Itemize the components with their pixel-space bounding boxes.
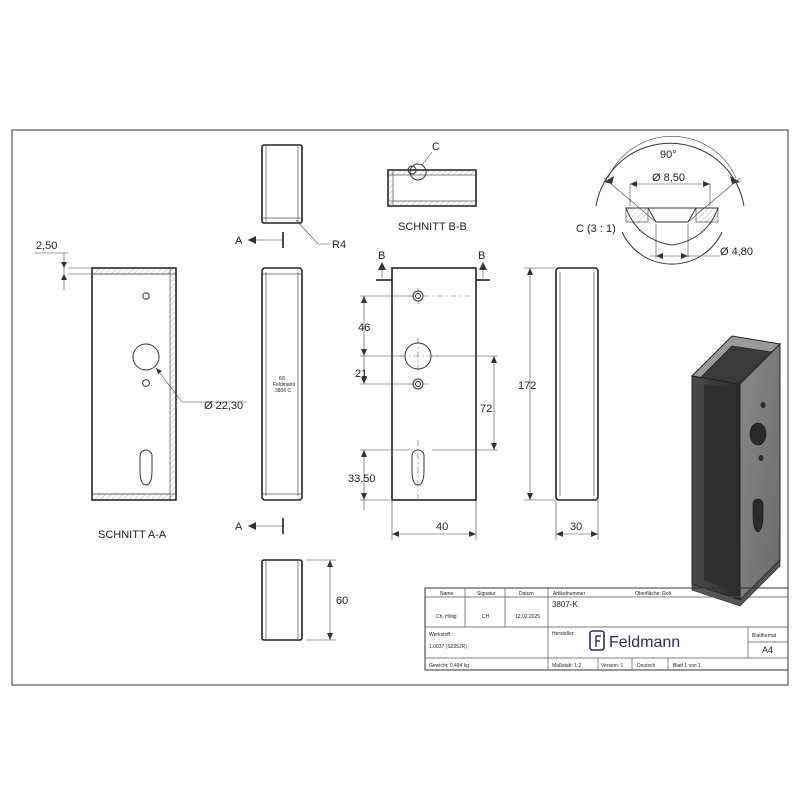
dim-depth-30-label: 30 — [570, 521, 582, 533]
tb-version: Version: 1 — [601, 663, 623, 669]
tb-blattformat: A4 — [762, 645, 773, 655]
tb-datum: 12.02.2025 — [515, 614, 540, 620]
tb-artikel-header: Artikelnummer — [553, 591, 586, 597]
dim-hole-480-label: Ø 4,80 — [720, 246, 753, 258]
section-b-b: C SCHNITT B-B — [387, 141, 477, 233]
bottom-view: 60 — [261, 559, 348, 641]
feldmann-logo: Feldmann — [589, 630, 680, 651]
section-b-b-label: SCHNITT B-B — [398, 221, 467, 233]
tb-blattformat-header: Blattformat — [752, 633, 777, 639]
detail-c-mark: C — [432, 141, 440, 153]
dim-spacing-72-label: 72 — [480, 403, 492, 415]
section-a-a: 2,50 Ø 22,30 SCHNITT A-A — [34, 240, 247, 541]
dim-wall-label: 2,50 — [36, 240, 57, 252]
tb-signatur-header: Signatur — [477, 591, 496, 597]
cut-line-a: A A — [235, 232, 284, 534]
dim-spacing-46-label: 46 — [358, 322, 370, 334]
tb-blatt: Blatt 1 von 1 — [673, 663, 701, 669]
isometric-view — [690, 335, 782, 607]
dim-radius-label: R4 — [332, 239, 346, 251]
detail-c-label: C (3 : 1) — [576, 223, 616, 235]
dim-spacing-3350-label: 33,50 — [348, 473, 376, 485]
drawing-frame — [11, 129, 789, 686]
dim-height-172-label: 172 — [518, 380, 536, 392]
cut-a-top-label: A — [235, 235, 243, 247]
tb-werkstoff: 1.0037 (S235JR) — [429, 644, 467, 650]
tb-sprache: Deutsch — [637, 663, 656, 669]
tb-name: Ch. Hölig — [436, 614, 457, 620]
section-a-a-label: SCHNITT A-A — [98, 529, 167, 541]
tb-werkstoff-header: Werkstoff: — [429, 632, 451, 638]
top-view: R4 — [261, 144, 346, 251]
tb-hersteller-header: Hersteller: — [552, 631, 575, 637]
tb-artikelnummer: 3807-K — [552, 600, 578, 609]
cut-a-bottom-label: A — [235, 521, 243, 533]
tb-gewicht: Gewicht: 0,494 kg — [429, 663, 469, 669]
dim-angle-label: 90° — [660, 149, 677, 161]
tb-massstab: Maßstab: 1:2 — [552, 663, 581, 669]
dim-hole-dia-label: Ø 22,30 — [204, 400, 243, 412]
dim-height-60-label: 60 — [336, 595, 348, 607]
stamp-line3: 3806 C — [275, 388, 292, 394]
title-block: Name Signatur Datum Artikelnummer Oberfl… — [424, 587, 789, 671]
tb-name-header: Name — [440, 591, 454, 597]
logo-wordmark: Feldmann — [609, 634, 680, 651]
tb-oberflaeche-header: Oberfläche: Roh — [635, 591, 672, 597]
feldmann-stamp: ßß Feldmann 3806 C — [273, 376, 295, 394]
cut-b-left-label: B — [378, 250, 385, 262]
side-profile: 172 30 — [518, 267, 599, 540]
front-view: B B 46 21 33,50 — [348, 250, 498, 540]
dim-countersink-label: Ø 8,50 — [652, 172, 685, 184]
tb-datum-header: Datum — [519, 591, 534, 597]
tb-signatur: CH — [482, 614, 490, 620]
cut-b-right-label: B — [478, 250, 485, 262]
dim-spacing-21-label: 21 — [355, 368, 367, 380]
stamp-line1: ßß — [279, 376, 285, 382]
side-view: ßß Feldmann 3806 C — [261, 267, 303, 501]
detail-c: 90° Ø 8,50 Ø 4,80 C (3 : 1) — [576, 136, 753, 265]
stamp-line2: Feldmann — [273, 382, 295, 388]
dim-width-40-label: 40 — [436, 521, 448, 533]
